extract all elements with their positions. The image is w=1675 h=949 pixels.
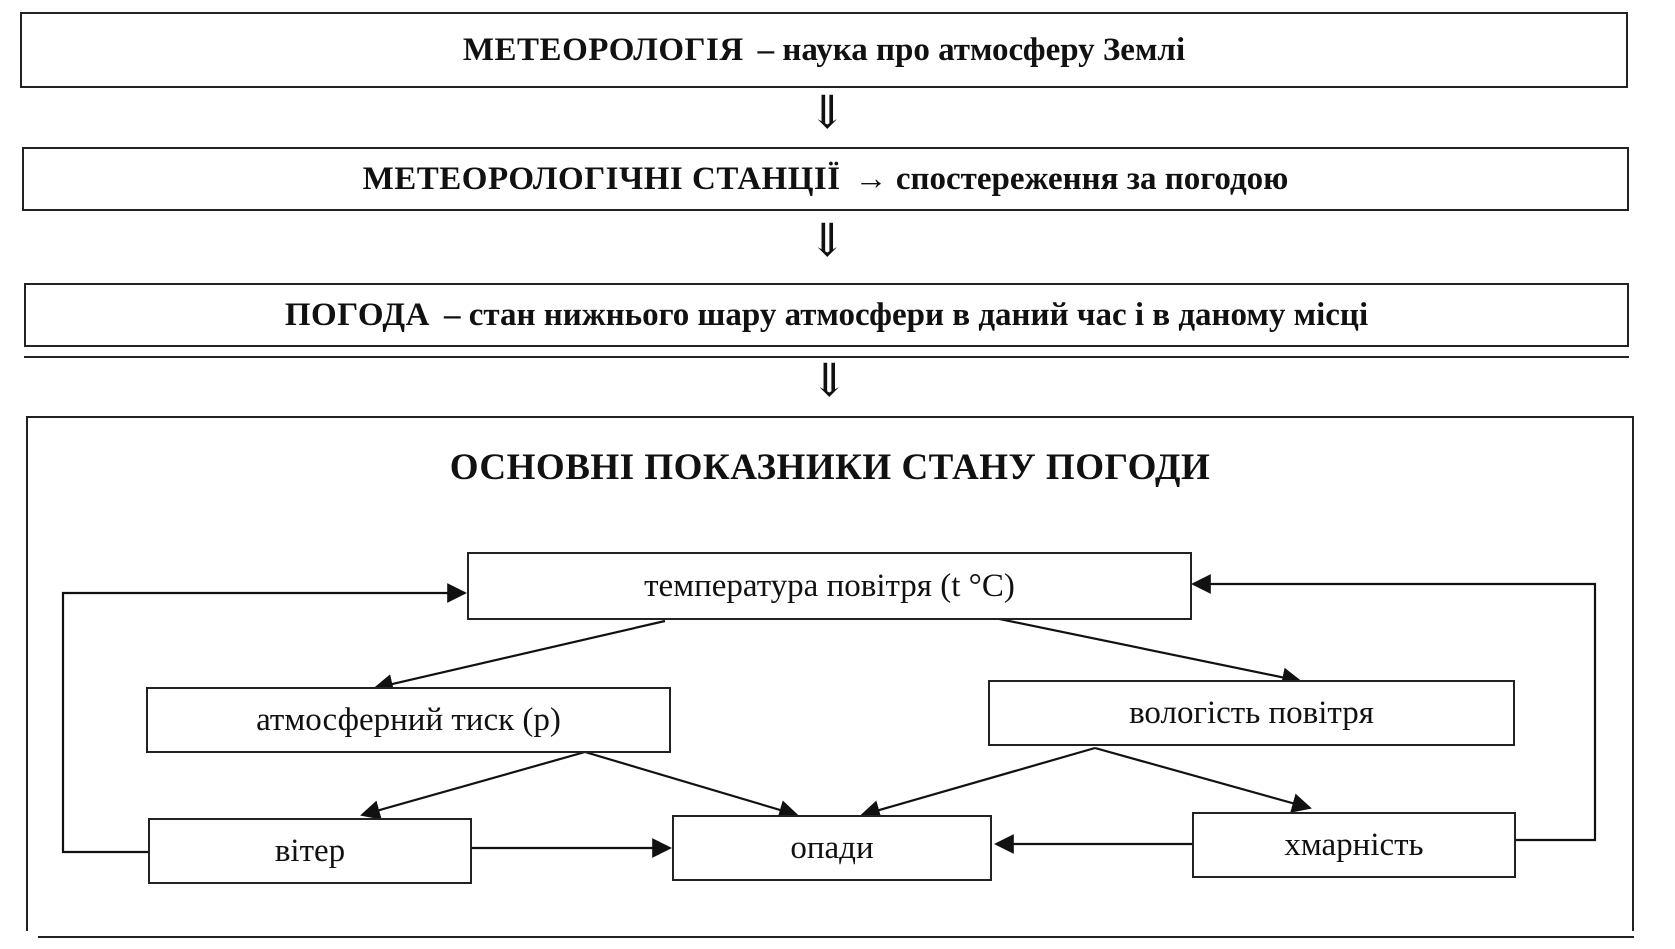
- node-pressure: атмосферний тиск (p): [146, 687, 671, 753]
- node-precipitation: опади: [672, 815, 992, 881]
- banner-weather-underline: [24, 356, 1629, 358]
- arrow-temperature-pressure: [373, 619, 666, 694]
- arrow-temperature-humidity: [989, 615, 1302, 688]
- banner-weather-text: – стан нижнього шару атмосфери в даний ч…: [443, 296, 1369, 333]
- indicators-frame: ОСНОВНІ ПОКАЗНИКИ СТАНУ ПОГОДИ: [26, 416, 1634, 931]
- arrow-humidity-precipitation: [860, 746, 1096, 820]
- node-temperature: температура повітря (t °C): [467, 552, 1192, 620]
- flow-arrow-2: ⇓: [808, 215, 847, 266]
- node-cloudiness: хмарність: [1192, 812, 1516, 878]
- arrow-pressure-wind: [360, 750, 586, 820]
- arrow-wind-temperature: [61, 583, 467, 854]
- node-humidity: вологість повітря: [988, 680, 1515, 746]
- banner-weather: ПОГОДА – стан нижнього шару атмосфери в …: [24, 283, 1629, 347]
- arrow-pressure-precipitation: [584, 750, 799, 820]
- banner-stations: МЕТЕОРОЛОГІЧНІ СТАНЦІЇ → спостереження з…: [22, 147, 1629, 211]
- banner-meteorology-head: МЕТЕОРОЛОГІЯ: [462, 31, 744, 68]
- indicators-frame-bottom: [38, 936, 1634, 938]
- banner-meteorology: МЕТЕОРОЛОГІЯ – наука про атмосферу Землі: [20, 12, 1628, 88]
- banner-weather-head: ПОГОДА: [284, 296, 430, 333]
- banner-stations-text: → спостереження за погодою: [854, 160, 1289, 197]
- arrow-cloudiness-temperature: [1191, 574, 1597, 842]
- indicators-title: ОСНОВНІ ПОКАЗНИКИ СТАНУ ПОГОДИ: [449, 447, 1211, 488]
- banner-meteorology-text: – наука про атмосферу Землі: [757, 31, 1186, 68]
- node-wind: вітер: [148, 818, 472, 884]
- flow-arrow-3: ⇓: [810, 355, 849, 406]
- banner-stations-head: МЕТЕОРОЛОГІЧНІ СТАНЦІЇ: [362, 160, 841, 197]
- flow-arrow-1: ⇓: [808, 87, 847, 138]
- arrow-humidity-cloudiness: [1094, 746, 1312, 813]
